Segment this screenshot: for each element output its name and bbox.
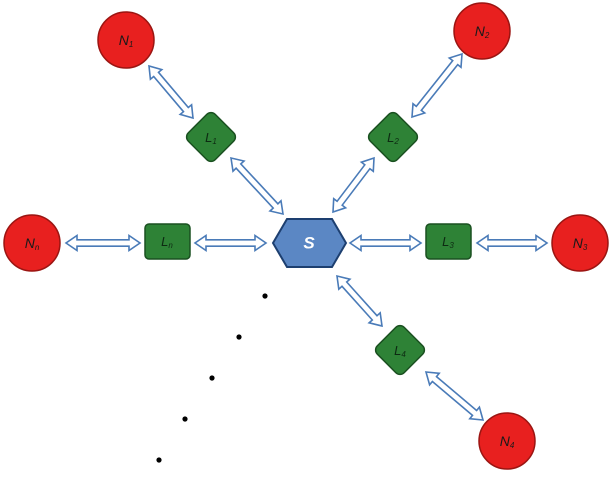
node-n3-label: N3 [573, 235, 588, 252]
link-l3-box [425, 223, 472, 260]
node-nn-label: Nn [25, 235, 40, 252]
arrow-nn-ln [64, 233, 142, 253]
ellipsis-dot [262, 293, 268, 299]
arrow-l3-n3 [475, 233, 549, 253]
arrow-n2-l2 [411, 52, 463, 119]
link-l2: L2 [367, 111, 419, 163]
link-l4-box [374, 324, 426, 376]
node-n1-circle [97, 11, 155, 69]
node-n2: N2 [453, 2, 511, 60]
node-nn: Nn [3, 214, 61, 272]
link-l1-label: L1 [205, 130, 217, 146]
arrow-l2-s [332, 156, 375, 214]
arrow-n1-l1 [148, 64, 194, 120]
link-l1: L1 [185, 111, 237, 163]
node-n1-label: N1 [119, 32, 134, 49]
ellipsis-dots [156, 293, 268, 463]
connection-arrows [64, 52, 549, 421]
link-l3: L3 [425, 223, 472, 260]
link-l2-label: L2 [387, 130, 399, 146]
arrow-l1-s [230, 156, 284, 216]
ellipsis-dot [236, 334, 242, 340]
server-hexagon [271, 218, 348, 268]
link-ln-box [144, 223, 191, 260]
arrow-ln-s [193, 233, 268, 253]
link-ln: Ln [144, 223, 191, 260]
node-n3: N3 [551, 214, 609, 272]
ellipsis-dot [156, 457, 162, 463]
node-nn-circle [3, 214, 61, 272]
arrow-s-l3 [348, 233, 423, 253]
node-n4: N4 [478, 412, 536, 470]
node-n4-label: N4 [500, 433, 515, 450]
arrow-s-l4 [336, 274, 383, 328]
server-label: S [303, 234, 315, 253]
arrow-l4-n4 [424, 371, 485, 421]
server: S [271, 218, 348, 268]
link-l4: L4 [374, 324, 426, 376]
node-n2-label: N2 [475, 23, 490, 40]
node-n4-circle [478, 412, 536, 470]
node-n2-circle [453, 2, 511, 60]
link-l1-box [185, 111, 237, 163]
ellipsis-dot [182, 416, 188, 422]
link-l3-label: L3 [442, 234, 454, 250]
node-n3-circle [551, 214, 609, 272]
link-l4-label: L4 [394, 343, 406, 359]
link-l2-box [367, 111, 419, 163]
ellipsis-dot [209, 375, 215, 381]
link-ln-label: Ln [161, 234, 173, 250]
node-n1: N1 [97, 11, 155, 69]
